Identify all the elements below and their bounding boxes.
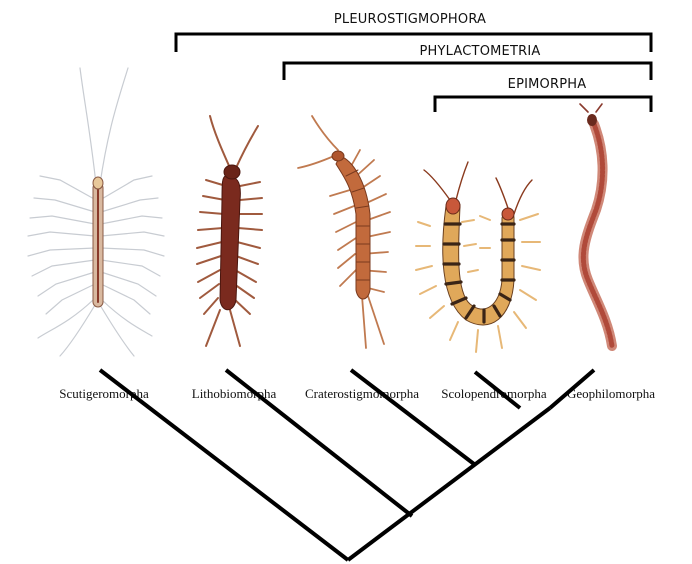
epimorpha-bracket [435,97,651,112]
branch-craterostigmomorpha [351,370,474,464]
scolopendromorpha-illustration [416,162,540,352]
craterostigmomorpha-illustration [298,116,390,348]
taxon-label-geophilomorpha: Geophilomorpha [567,386,655,401]
lithobiomorpha-illustration [197,116,262,346]
geophilomorpha-illustration [580,104,612,346]
phylactometria-label: PHYLACTOMETRIA [420,44,541,59]
clade-brackets [176,34,651,112]
pleurostigmophora-bracket [176,34,651,52]
phylactometria-bracket [284,63,651,80]
taxon-label-craterostigmomorpha: Craterostigmomorpha [305,386,419,401]
epimorpha-label: EPIMORPHA [508,77,587,92]
branch-pleurostigmophora [348,408,550,560]
pleurostigmophora-label: PLEUROSTIGMOPHORA [334,12,486,27]
scutigeromorpha-illustration [28,68,164,356]
